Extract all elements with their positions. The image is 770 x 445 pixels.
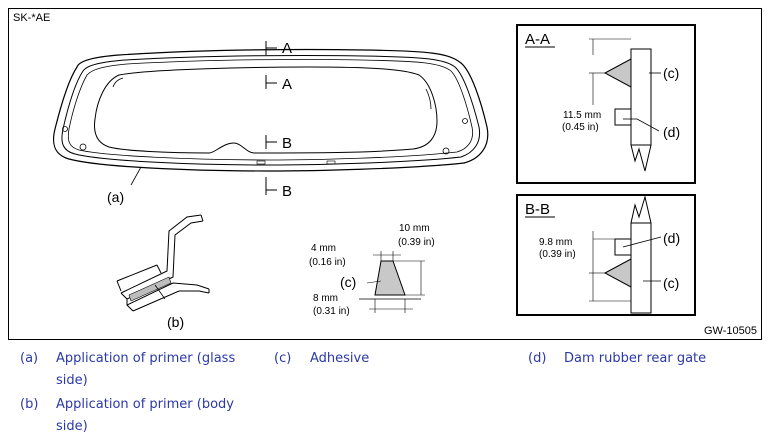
callout-c-aa: (c) — [663, 65, 679, 81]
legend-text-line: side) — [56, 373, 88, 388]
legend-key: (b) — [20, 397, 39, 412]
legend-text-line: side) — [56, 419, 88, 434]
section-line-a — [265, 41, 277, 89]
callout-a: (a) — [107, 189, 124, 205]
legend-key: (c) — [274, 351, 292, 366]
primer-band-body — [128, 276, 172, 302]
callout-c-bead: (c) — [340, 274, 356, 290]
rear-gate-glass — [52, 48, 489, 172]
legend-item-b: (b) Application of primer (body side) — [0, 394, 260, 438]
adhesive-bead-detail — [359, 251, 425, 313]
section-bb-dim-mm: 9.8 mm — [539, 237, 572, 248]
figure-code: GW-10505 — [704, 325, 757, 337]
bead-top-mm: 4 mm — [311, 243, 336, 254]
section-aa-dim-mm: 11.5 mm — [563, 110, 601, 121]
section-aa — [516, 24, 696, 184]
section-aa-dim-in: (0.45 in) — [562, 122, 599, 133]
bead-width-mm: 10 mm — [399, 223, 430, 234]
callout-d-aa: (d) — [663, 124, 680, 140]
callout-d-bb: (d) — [663, 230, 680, 246]
legend-item-a: (a) Application of primer (glass side) — [0, 348, 260, 392]
bead-base-in: (0.31 in) — [313, 306, 350, 317]
section-mark-b-bottom: B — [282, 183, 292, 200]
diagram-drawing: SK-*AE GW-10505 A A B B (a) — [13, 12, 757, 337]
section-bb — [516, 194, 696, 316]
bead-base-mm: 8 mm — [313, 293, 338, 304]
section-line-b — [265, 135, 277, 195]
legend-key: (a) — [20, 351, 39, 366]
legend-item-d: (d) Dam rubber rear gate — [512, 348, 762, 370]
legend-key: (d) — [528, 351, 547, 366]
leader-a — [130, 166, 142, 186]
section-mark-b-top: B — [282, 135, 292, 152]
section-bb-dim-in: (0.39 in) — [539, 249, 576, 260]
legend-text-line: Application of primer (glass — [56, 351, 236, 366]
section-mark-a-bottom: A — [282, 76, 292, 93]
legend-text-line: Application of primer (body — [56, 397, 235, 412]
figure-id: SK-*AE — [13, 12, 50, 24]
callout-c-bb: (c) — [663, 275, 679, 291]
bead-top-in: (0.16 in) — [309, 257, 346, 268]
legend-text-line: Dam rubber rear gate — [564, 351, 707, 366]
section-mark-a-top: A — [282, 40, 292, 57]
bead-width-in: (0.39 in) — [398, 237, 435, 248]
legend-text-line: Adhesive — [310, 351, 370, 366]
leader-b — [154, 284, 166, 300]
legend-item-c: (c) Adhesive — [260, 348, 510, 370]
legend: (a) Application of primer (glass side) (… — [0, 348, 770, 445]
section-aa-title: A-A — [525, 31, 550, 48]
installation-diagram: SK-*AE GW-10505 A A B B (a) — [8, 8, 762, 340]
section-bb-title: B-B — [525, 201, 550, 218]
callout-b: (b) — [167, 314, 184, 330]
